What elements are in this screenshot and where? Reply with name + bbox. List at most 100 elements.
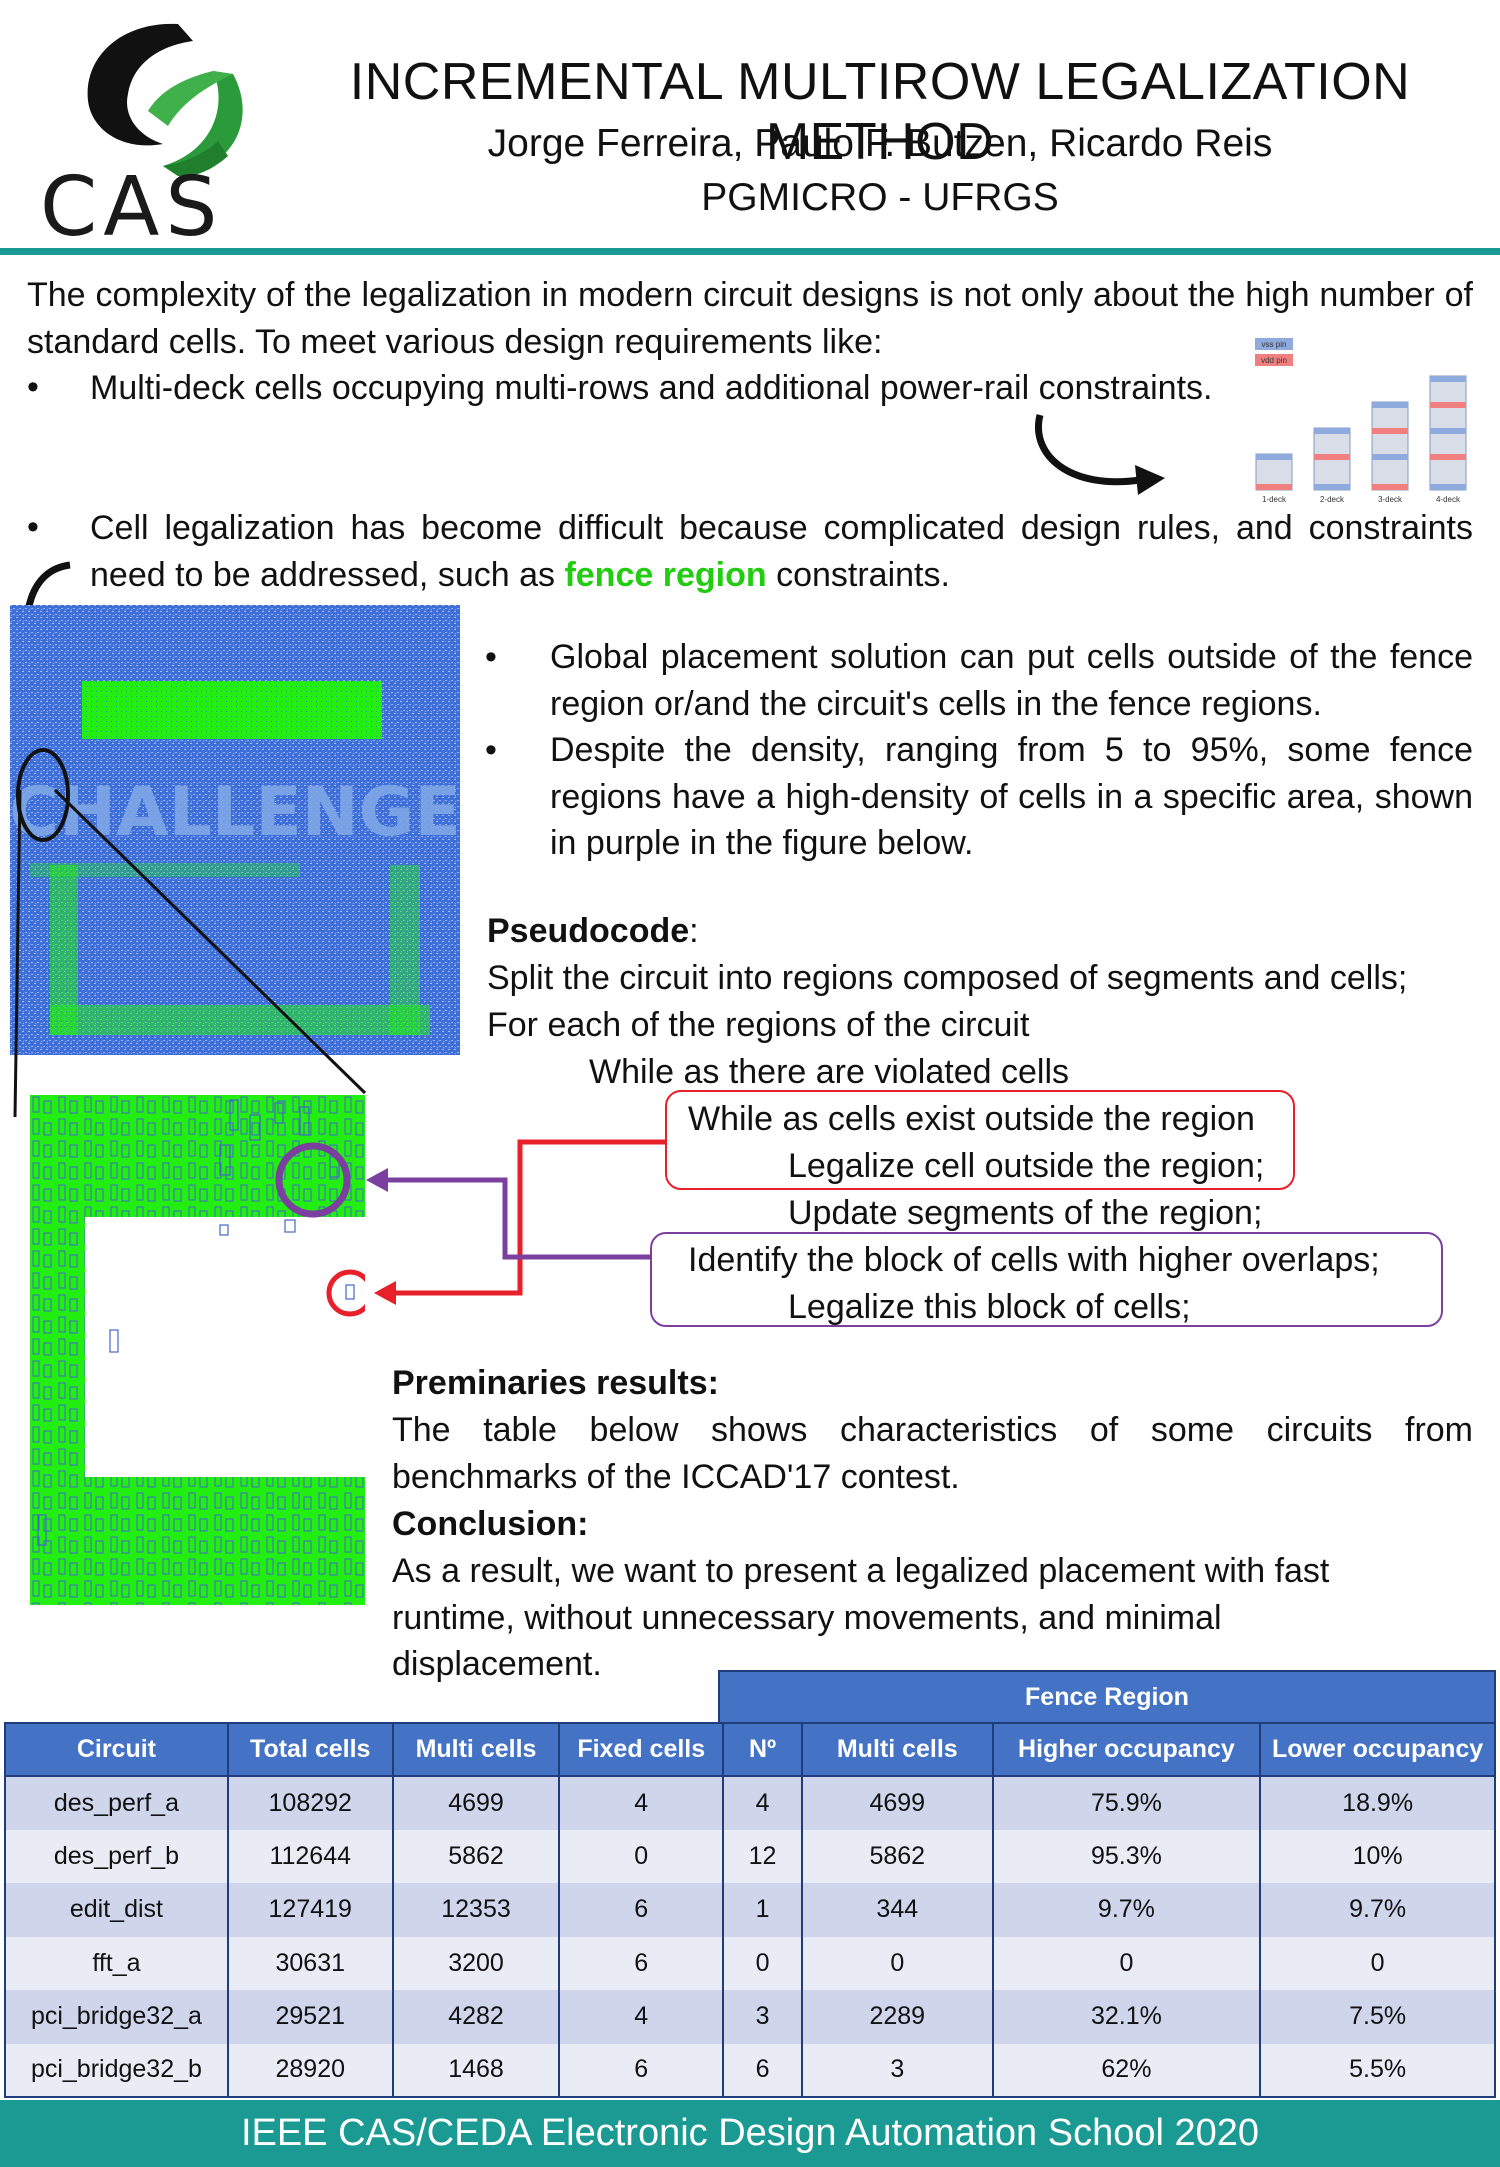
vss-rail <box>1430 428 1466 434</box>
legend-vss-swatch <box>1255 338 1293 350</box>
bullet-dot: • <box>27 508 39 546</box>
pseudocode-arrows <box>366 1139 665 1305</box>
pseudocode-line-1: Split the circuit into regions composed … <box>487 959 1408 997</box>
table-cell: 4 <box>558 1990 725 2044</box>
deck-label: 3-deck <box>1378 495 1403 504</box>
pseudocode-heading: Pseudocode: <box>487 908 699 955</box>
poster-title: INCREMENTAL MULTIROW LEGALIZATION METHOD <box>349 53 1411 171</box>
pseudocode-heading-colon: : <box>689 912 699 950</box>
col-fence-number: Nº <box>722 1722 803 1777</box>
table-cell: 5862 <box>800 1829 994 1883</box>
fence-region-header: Fence Region <box>718 1670 1496 1725</box>
table-cell: 9.7% <box>1259 1883 1496 1937</box>
circuits-table: Circuit Total cells Multi cells Fixed ce… <box>4 1722 1496 2098</box>
zoomed-fence-region-figure <box>30 1095 365 1605</box>
bullet-dot: • <box>485 731 497 769</box>
table-cell: 9.7% <box>991 1883 1262 1937</box>
fence-region-group-header: Fence Region <box>718 1670 1496 1725</box>
pseudocode-line-6: Update segments of the region; <box>788 1194 1263 1232</box>
vdd-rail <box>1430 402 1466 408</box>
intro-paragraph: The complexity of the legalization in mo… <box>27 276 1473 361</box>
table-cell: 5.5% <box>1259 2043 1496 2098</box>
intro-bullet-fence: Cell legalization has become difficult b… <box>90 505 1473 598</box>
col-fence-multi-cells: Multi cells <box>800 1722 994 1777</box>
bullet-dot: • <box>27 368 39 406</box>
legend-vdd-swatch <box>1255 354 1293 366</box>
legalize-outside-box <box>665 1090 1295 1190</box>
table-cell: 4282 <box>391 1990 561 2044</box>
poster-affiliation: PGMICRO - UFRGS <box>701 176 1059 219</box>
fence-region-highlight: fence region <box>564 555 767 594</box>
header-divider <box>0 248 1500 255</box>
vdd-rail <box>1430 454 1466 460</box>
vss-rail <box>1430 484 1466 490</box>
logo-text: CAS <box>40 160 224 255</box>
table-cell: 62% <box>991 2043 1262 2098</box>
col-total-cells: Total cells <box>226 1722 394 1777</box>
table-cell: des_perf_a <box>4 1776 229 1830</box>
vdd-rail <box>1314 454 1350 460</box>
vss-rail <box>1372 454 1408 460</box>
table-cell: 108292 <box>226 1776 394 1830</box>
col-fixed-cells: Fixed cells <box>558 1722 725 1777</box>
table-cell: 0 <box>991 1936 1262 1990</box>
bullet-dot: • <box>485 638 497 676</box>
placement-overview-figure: CHALLENGE <box>10 605 460 1055</box>
table-cell: 6 <box>558 1936 725 1990</box>
col-circuit: Circuit <box>4 1722 229 1777</box>
table-cell: 0 <box>722 1936 803 1990</box>
vdd-rail <box>1372 484 1408 490</box>
table-cell: 112644 <box>226 1829 394 1883</box>
table-cell: edit_dist <box>4 1883 229 1937</box>
table-cell: pci_bridge32_a <box>4 1990 229 2044</box>
cas-logo-icon <box>87 23 243 177</box>
overlap-block-box <box>650 1232 1443 1327</box>
table-cell: 3 <box>722 1990 803 2044</box>
deck-label: 2-deck <box>1320 495 1345 504</box>
table-cell: 29521 <box>226 1990 394 2044</box>
pseudocode-line-2: For each of the regions of the circuit <box>487 1006 1030 1044</box>
table-cell: 6 <box>558 2043 725 2098</box>
svg-text:CHALLENGE: CHALLENGE <box>10 773 460 852</box>
deck-label: 4-deck <box>1436 495 1461 504</box>
poster-authors: Jorge Ferreira, Paulo F. Butzen, Ricardo… <box>487 122 1273 165</box>
table-cell: 32.1% <box>991 1990 1262 2044</box>
pseudocode-heading-text: Pseudocode <box>487 912 690 950</box>
vss-rail <box>1372 402 1408 408</box>
table-cell: 28920 <box>226 2043 394 2098</box>
conclusion-text: As a result, we want to present a legali… <box>392 1552 1330 1683</box>
pseudocode-line-4: While as cells exist outside the region <box>688 1100 1255 1138</box>
table-cell: des_perf_b <box>4 1829 229 1883</box>
placement-bullet-density: Despite the density, ranging from 5 to 9… <box>550 731 1473 862</box>
col-lower-occupancy: Lower occupancy <box>1259 1722 1496 1777</box>
legend-vss-label: vss pin <box>1262 340 1287 349</box>
table-cell: 95.3% <box>991 1829 1262 1883</box>
table-cell: 1468 <box>391 2043 561 2098</box>
deck-label: 1-deck <box>1262 495 1287 504</box>
placement-bullet-global: Global placement solution can put cells … <box>550 638 1473 723</box>
intro-bullet-fence-text-b: constraints. <box>766 555 950 594</box>
legend-vdd-label: vdd pin <box>1261 356 1287 365</box>
table-cell: 6 <box>558 1883 725 1937</box>
multideck-figure: vss pin vdd pin 1-deck 2-deck 3-deck 4-deck <box>1255 338 1467 504</box>
table-cell: pci_bridge32_b <box>4 2043 229 2098</box>
table-cell: 4699 <box>800 1776 994 1830</box>
table-cell: 12353 <box>391 1883 561 1937</box>
table-cell: 0 <box>1259 1936 1496 1990</box>
table-cell: 7.5% <box>1259 1990 1496 2044</box>
poster-footer: IEEE CAS/CEDA Electronic Design Automati… <box>0 2100 1500 2167</box>
table-cell: 6 <box>722 2043 803 2098</box>
table-cell: 344 <box>800 1883 994 1937</box>
results-heading: Preminaries results: <box>392 1364 719 1402</box>
conclusion-heading: Conclusion: <box>392 1505 589 1543</box>
table-cell: 12 <box>722 1829 803 1883</box>
table-header-row: Circuit Total cells Multi cells Fixed ce… <box>4 1722 1496 1777</box>
pseudocode-line-7: Identify the block of cells with higher … <box>688 1241 1380 1279</box>
pseudocode-line-5: Legalize cell outside the region; <box>788 1147 1265 1185</box>
pseudocode-line-8: Legalize this block of cells; <box>788 1288 1191 1326</box>
table-cell: 0 <box>800 1936 994 1990</box>
table-cell: 4 <box>722 1776 803 1830</box>
